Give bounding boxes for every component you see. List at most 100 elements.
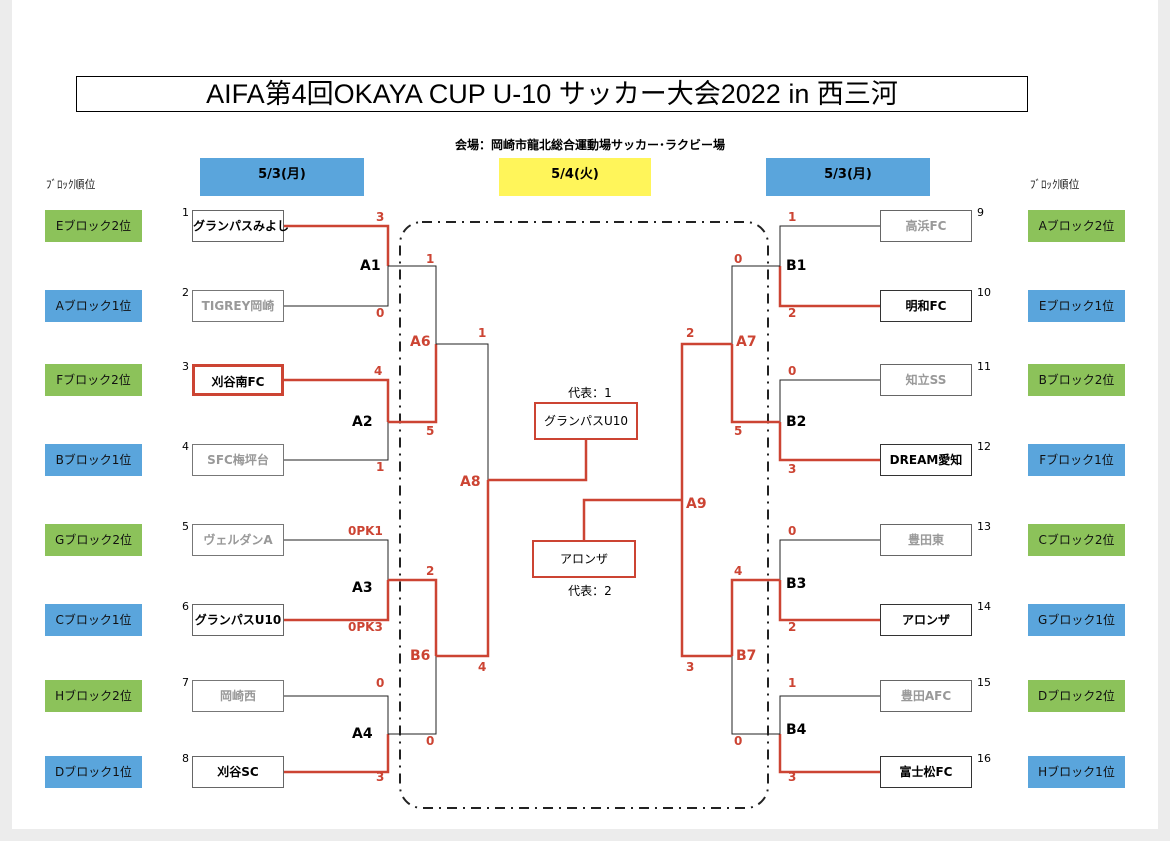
date-right: 5/3(月) [766, 158, 930, 196]
team-seed-left: 1 [182, 206, 189, 219]
bracket-line-b7-top [730, 578, 780, 656]
team-seed-right: 10 [977, 286, 991, 299]
match-score: 1 [426, 252, 435, 266]
match-score: 5 [426, 424, 435, 438]
block-rank-badge-right: Dブロック2位 [1028, 680, 1125, 712]
bracket-line-b2-bottom [778, 422, 880, 462]
block-rank-badge-right: Fブロック1位 [1028, 444, 1125, 476]
team-box-right[interactable]: 富士松FC [880, 756, 972, 788]
match-score: 0 [788, 364, 797, 378]
bracket-line-b6-bottom [388, 656, 437, 735]
bracket-line-a2-bottom [284, 422, 389, 461]
team-box-right[interactable]: アロンザ [880, 604, 972, 636]
team-box-right[interactable]: 高浜FC [880, 210, 972, 242]
bracket-line-a8-bottom [436, 480, 490, 658]
team-seed-left: 5 [182, 520, 189, 533]
team-box-left[interactable]: 岡崎西 [192, 680, 284, 712]
match-score: 3 [788, 770, 797, 784]
block-rank-badge-right: Eブロック1位 [1028, 290, 1125, 322]
match-score: 0 [376, 306, 385, 320]
bracket-line-a8-to-rep1 [488, 440, 588, 482]
block-rank-badge-left: Dブロック1位 [45, 756, 142, 788]
block-rank-badge-left: Eブロック2位 [45, 210, 142, 242]
match-score: 4 [374, 364, 383, 378]
team-box-left[interactable]: SFC梅坪台 [192, 444, 284, 476]
bracket-line-a6-bottom [388, 344, 438, 424]
match-label-a4: A4 [352, 726, 373, 742]
bracket-line-a6-top [388, 265, 437, 344]
match-label-a1: A1 [360, 258, 381, 274]
bracket-line-a9-bottom [680, 500, 732, 658]
match-score: 1 [788, 210, 797, 224]
team-box-right[interactable]: 豊田東 [880, 524, 972, 556]
block-rank-header-left: ﾌﾞﾛｯｸ順位 [46, 178, 96, 191]
bracket-line-b2-top [779, 379, 880, 422]
bracket-line-b3-bottom [778, 580, 880, 622]
match-label-b6: B6 [410, 648, 431, 664]
match-score: 1 [376, 460, 385, 474]
team-seed-right: 11 [977, 360, 991, 373]
bracket-line-b7-bottom [731, 656, 780, 735]
match-score: 2 [788, 620, 797, 634]
block-rank-badge-right: Cブロック2位 [1028, 524, 1125, 556]
match-score: 3 [686, 660, 695, 674]
match-label-a8: A8 [460, 474, 481, 490]
team-box-left[interactable]: TIGREY岡崎 [192, 290, 284, 322]
team-box-left[interactable]: グランパスみよし [192, 210, 289, 242]
match-label-a2: A2 [352, 414, 373, 430]
match-score: 3 [376, 770, 385, 784]
block-rank-badge-right: Aブロック2位 [1028, 210, 1125, 242]
team-box-right[interactable]: 明和FC [880, 290, 972, 322]
bracket-line-b4-bottom [778, 734, 880, 774]
bracket-line-a1-top [284, 224, 390, 266]
date-left: 5/3(月) [200, 158, 364, 196]
block-rank-badge-left: Fブロック2位 [45, 364, 142, 396]
team-seed-left: 7 [182, 676, 189, 689]
bracket-line-a2-top [284, 378, 390, 422]
date-center: 5/4(火) [499, 158, 651, 196]
team-seed-right: 14 [977, 600, 991, 613]
match-score: 5 [734, 424, 743, 438]
center-dotted-frame [399, 221, 769, 809]
bracket-line-a3-bottom [284, 580, 390, 622]
block-rank-badge-right: Hブロック1位 [1028, 756, 1125, 788]
team-box-left[interactable]: グランパスU10 [192, 604, 284, 636]
match-label-a7: A7 [736, 334, 757, 350]
match-label-b4: B4 [786, 722, 807, 738]
team-box-right[interactable]: 豊田AFC [880, 680, 972, 712]
page-title: AIFA第4回OKAYA CUP U-10 サッカー大会2022 in 西三河 [76, 76, 1028, 112]
match-score: 4 [734, 564, 743, 578]
representative-1-label: 代表：1 [568, 386, 612, 400]
block-rank-badge-right: Gブロック1位 [1028, 604, 1125, 636]
match-score: 2 [788, 306, 797, 320]
match-score: 2 [686, 326, 695, 340]
match-score: 2 [426, 564, 435, 578]
match-label-b7: B7 [736, 648, 757, 664]
team-seed-right: 16 [977, 752, 991, 765]
bracket-line-a4-top [284, 695, 389, 734]
representative-1-team: グランパスU10 [534, 402, 638, 440]
team-seed-right: 12 [977, 440, 991, 453]
team-box-left[interactable]: 刈谷SC [192, 756, 284, 788]
match-score: 0 [734, 252, 743, 266]
bracket-line-a3-top [284, 539, 389, 580]
bracket-line-a8-top [436, 343, 489, 480]
team-box-right[interactable]: 知立SS [880, 364, 972, 396]
block-rank-badge-left: Aブロック1位 [45, 290, 142, 322]
bracket-line-b3-top [779, 539, 880, 580]
team-seed-right: 15 [977, 676, 991, 689]
match-label-b1: B1 [786, 258, 807, 274]
team-seed-left: 6 [182, 600, 189, 613]
match-label-a9: A9 [686, 496, 707, 512]
team-seed-left: 2 [182, 286, 189, 299]
match-score: 3 [788, 462, 797, 476]
match-score: 0PK1 [348, 524, 383, 538]
team-seed-left: 4 [182, 440, 189, 453]
bracket-line-b1-top [779, 225, 880, 266]
team-box-right[interactable]: DREAM愛知 [880, 444, 972, 476]
block-rank-badge-left: Bブロック1位 [45, 444, 142, 476]
representative-2-label: 代表：2 [568, 584, 612, 598]
team-box-left[interactable]: ヴェルダンA [192, 524, 284, 556]
bracket-line-a7-bottom [730, 344, 780, 424]
team-box-left[interactable]: 刈谷南FC [192, 364, 284, 396]
